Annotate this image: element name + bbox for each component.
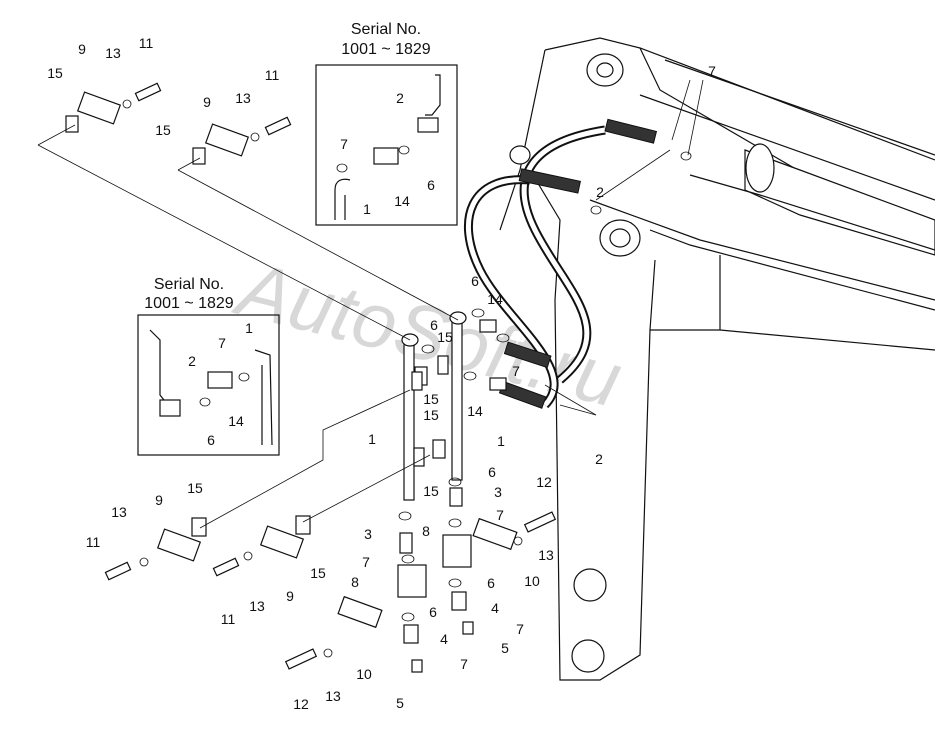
hoses — [463, 118, 658, 409]
label-14: 14 — [228, 413, 244, 429]
label-13: 13 — [105, 45, 121, 61]
label-6: 6 — [207, 432, 215, 448]
label-2: 2 — [595, 451, 603, 467]
label-1: 1 — [363, 201, 371, 217]
label-13: 13 — [111, 504, 127, 520]
inset-top-caption-2: 1001 ~ 1829 — [341, 41, 431, 58]
label-11: 11 — [221, 611, 236, 627]
label-10: 10 — [524, 573, 540, 589]
label-13: 13 — [235, 90, 251, 106]
label-7: 7 — [340, 136, 348, 152]
label-12: 12 — [536, 474, 552, 490]
label-7: 7 — [218, 335, 226, 351]
label-15: 15 — [423, 391, 439, 407]
clamps-bottom — [104, 355, 557, 670]
label-2: 2 — [188, 353, 196, 369]
label-14: 14 — [394, 193, 410, 209]
label-11: 11 — [265, 67, 280, 83]
label-6: 6 — [427, 177, 435, 193]
pipes — [401, 311, 467, 501]
label-5: 5 — [396, 695, 404, 711]
label-15: 15 — [47, 65, 63, 81]
label-15: 15 — [423, 407, 439, 423]
label-5: 5 — [501, 640, 509, 656]
label-7: 7 — [460, 656, 468, 672]
label-14: 14 — [487, 291, 503, 307]
label-3: 3 — [494, 484, 502, 500]
label-4: 4 — [440, 631, 448, 647]
label-7: 7 — [496, 507, 504, 523]
label-9: 9 — [286, 588, 294, 604]
label-1: 1 — [497, 433, 505, 449]
label-8: 8 — [351, 574, 359, 590]
label-2: 2 — [396, 90, 404, 106]
label-6: 6 — [430, 317, 438, 333]
label-4: 4 — [491, 600, 499, 616]
label-1: 1 — [245, 320, 253, 336]
label-1: 1 — [368, 431, 376, 447]
label-7: 7 — [708, 63, 716, 79]
label-10: 10 — [356, 666, 372, 682]
inset-left-caption-1: Serial No. — [154, 276, 224, 293]
label-6: 6 — [429, 604, 437, 620]
callout-labels: 15 9 13 11 15 9 13 11 2 7 14 6 1 1 7 2 1… — [47, 35, 716, 712]
inset-left-caption-2: 1001 ~ 1829 — [144, 295, 234, 312]
label-7: 7 — [516, 621, 524, 637]
label-11: 11 — [139, 35, 154, 51]
label-15: 15 — [310, 565, 326, 581]
label-13: 13 — [538, 547, 554, 563]
label-13: 13 — [249, 598, 265, 614]
label-7: 7 — [512, 363, 520, 379]
label-9: 9 — [78, 41, 86, 57]
label-2: 2 — [596, 184, 604, 200]
inset-top: Serial No. 1001 ~ 1829 — [315, 21, 458, 226]
label-11: 11 — [86, 534, 101, 550]
inset-left: Serial No. 1001 ~ 1829 — [137, 276, 280, 456]
label-9: 9 — [155, 492, 163, 508]
leader-lines — [37, 79, 704, 529]
label-3: 3 — [364, 526, 372, 542]
boom-arm — [499, 37, 935, 681]
label-6: 6 — [487, 575, 495, 591]
clamps-top — [65, 82, 292, 165]
inset-top-caption-1: Serial No. — [351, 21, 421, 38]
label-15: 15 — [155, 122, 171, 138]
label-15: 15 — [187, 480, 203, 496]
label-15: 15 — [423, 483, 439, 499]
label-14: 14 — [467, 403, 483, 419]
label-6: 6 — [471, 273, 479, 289]
label-7: 7 — [362, 554, 370, 570]
label-12: 12 — [293, 696, 309, 712]
label-15: 15 — [437, 329, 453, 345]
label-13: 13 — [325, 688, 341, 704]
label-9: 9 — [203, 94, 211, 110]
fittings — [337, 151, 692, 673]
label-8: 8 — [422, 523, 430, 539]
label-6: 6 — [488, 464, 496, 480]
